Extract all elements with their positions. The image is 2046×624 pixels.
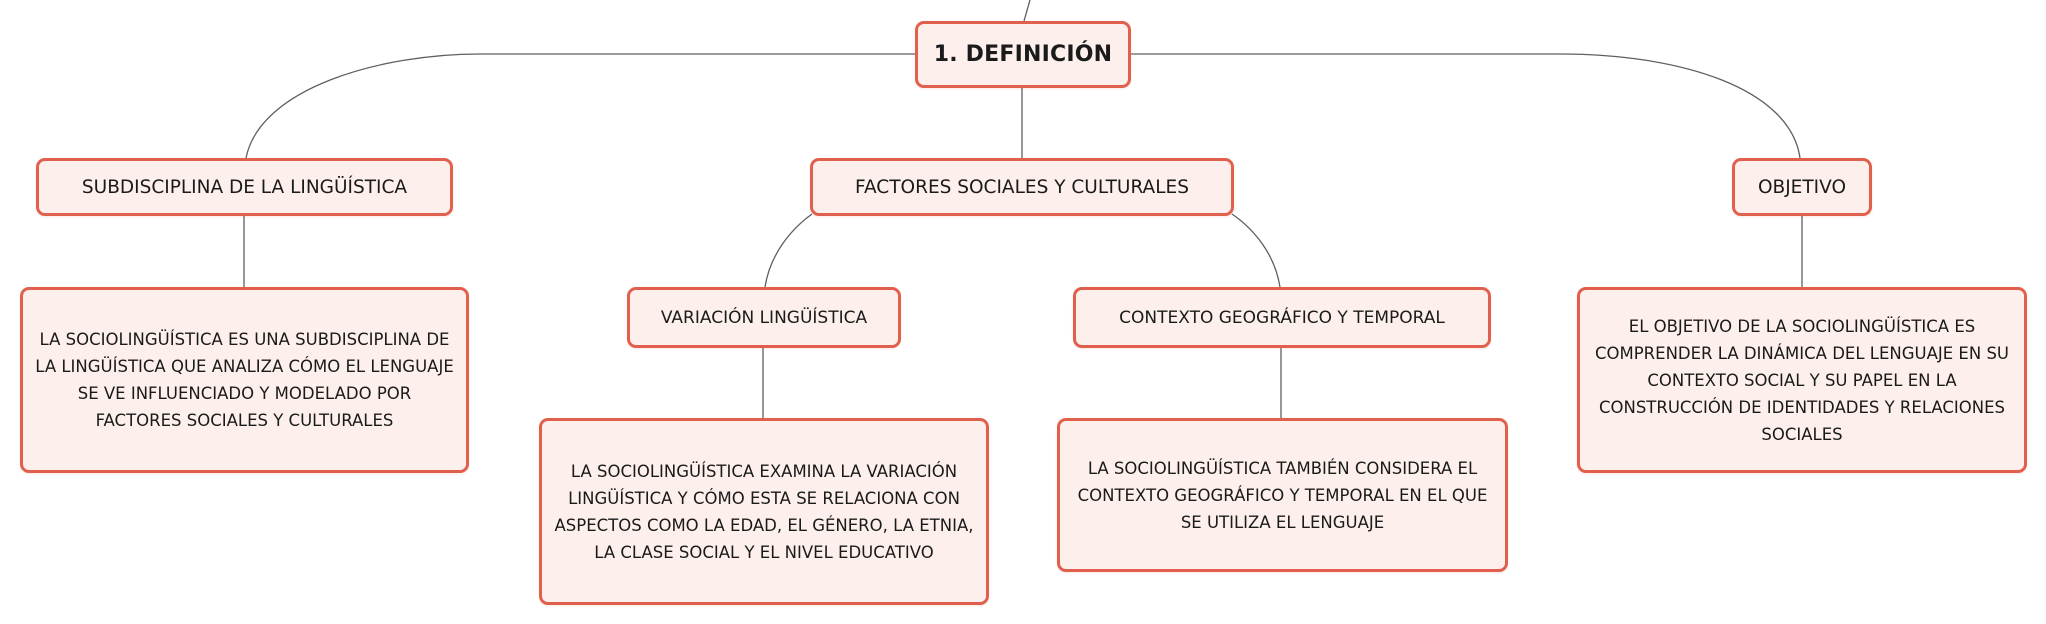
topic-node-social-factors[interactable]: FACTORES SOCIALES Y CULTURALES: [810, 158, 1234, 216]
topic-node-subdiscipline[interactable]: SUBDISCIPLINA DE LA LINGÜÍSTICA: [36, 158, 453, 216]
topic-node-objective[interactable]: OBJETIVO: [1732, 158, 1872, 216]
subtopic-node-context[interactable]: CONTEXTO GEOGRÁFICO Y TEMPORAL: [1073, 287, 1491, 348]
detail-objective-text: EL OBJETIVO DE LA SOCIOLINGÜÍSTICA ES CO…: [1594, 316, 2009, 444]
connector-root-parent-stub: [1023, 0, 1031, 22]
detail-node-variation[interactable]: LA SOCIOLINGÜÍSTICA EXAMINA LA VARIACIÓN…: [539, 418, 989, 605]
subtopic-context-label: CONTEXTO GEOGRÁFICO Y TEMPORAL: [1119, 307, 1445, 328]
detail-node-objective[interactable]: EL OBJETIVO DE LA SOCIOLINGÜÍSTICA ES CO…: [1577, 287, 2027, 473]
root-node-label: 1. DEFINICIÓN: [933, 42, 1113, 67]
detail-subdiscipline-text: LA SOCIOLINGÜÍSTICA ES UNA SUBDISCIPLINA…: [35, 330, 454, 430]
connector-root-to-subdiscipline: [245, 53, 915, 159]
topic-social-factors-label: FACTORES SOCIALES Y CULTURALES: [855, 176, 1189, 198]
detail-node-context[interactable]: LA SOCIOLINGÜÍSTICA TAMBIÉN CONSIDERA EL…: [1057, 418, 1508, 572]
root-node-definicion[interactable]: 1. DEFINICIÓN: [915, 21, 1131, 88]
topic-objective-label: OBJETIVO: [1757, 176, 1847, 198]
connector-social-factors-to-context: [1231, 213, 1281, 288]
connector-root-to-objective: [1131, 53, 1801, 159]
connector-social-factors-to-variation: [764, 213, 813, 288]
detail-context-text: LA SOCIOLINGÜÍSTICA TAMBIÉN CONSIDERA EL…: [1077, 458, 1488, 532]
topic-subdiscipline-label: SUBDISCIPLINA DE LA LINGÜÍSTICA: [81, 176, 408, 198]
detail-node-subdiscipline[interactable]: LA SOCIOLINGÜÍSTICA ES UNA SUBDISCIPLINA…: [20, 287, 469, 473]
detail-variation-text: LA SOCIOLINGÜÍSTICA EXAMINA LA VARIACIÓN…: [554, 461, 974, 562]
subtopic-node-variation[interactable]: VARIACIÓN LINGÜÍSTICA: [627, 287, 901, 348]
subtopic-variation-label: VARIACIÓN LINGÜÍSTICA: [660, 307, 868, 328]
